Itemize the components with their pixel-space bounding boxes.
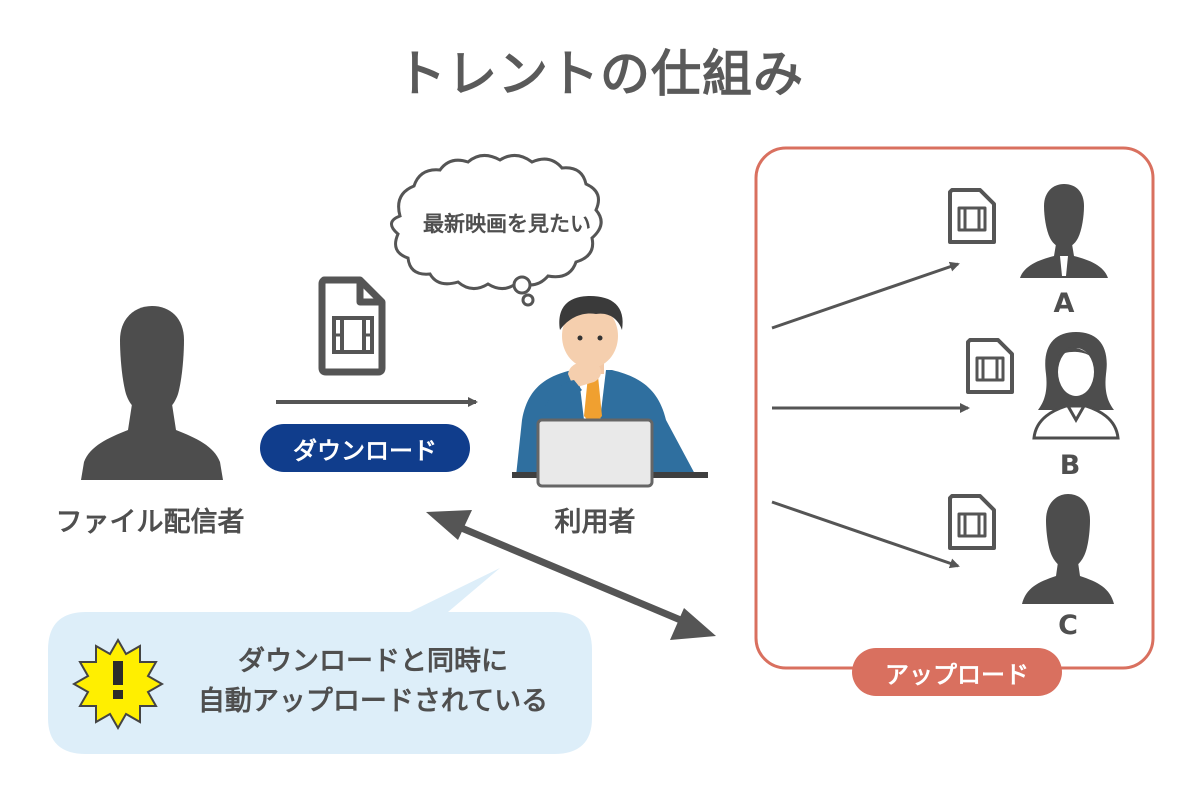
distributor-person-icon (81, 306, 223, 480)
diagram-title: トレントの仕組み (396, 45, 804, 103)
peer-c-label: C (1058, 610, 1078, 641)
peer-a-person-icon (1020, 184, 1108, 278)
download-file-icon (318, 276, 386, 376)
peer-b-person-icon (1032, 332, 1120, 440)
warning-callout (48, 568, 592, 754)
peer-b-file-icon (966, 338, 1014, 394)
warning-message: ダウンロードと同時に 自動アップロードされている (168, 642, 578, 722)
thought-text: 最新映画を見たい (423, 212, 591, 236)
peer-a-label: A (1053, 288, 1075, 319)
upload-arrow-a (771, 261, 960, 330)
peer-c-file-icon (948, 494, 996, 550)
film-strip-icon (332, 316, 374, 354)
download-badge: ダウンロード (260, 424, 470, 472)
peer-c-person-icon (1022, 494, 1114, 604)
warning-line-2: 自動アップロードされている (197, 686, 549, 717)
thought-cloud (390, 154, 603, 307)
user-label: 利用者 (554, 507, 636, 538)
sharing-double-arrow (426, 510, 716, 640)
peer-a-file-icon (948, 188, 996, 244)
exclamation-burst-icon (71, 637, 165, 731)
upload-badge: アップロード (852, 648, 1062, 696)
distributor-label: ファイル配信者 (55, 507, 245, 538)
peer-b-label: B (1059, 450, 1081, 481)
warning-line-1: ダウンロードと同時に (238, 646, 508, 677)
upload-arrow-c (771, 500, 960, 569)
user-businessman-icon (512, 296, 708, 488)
